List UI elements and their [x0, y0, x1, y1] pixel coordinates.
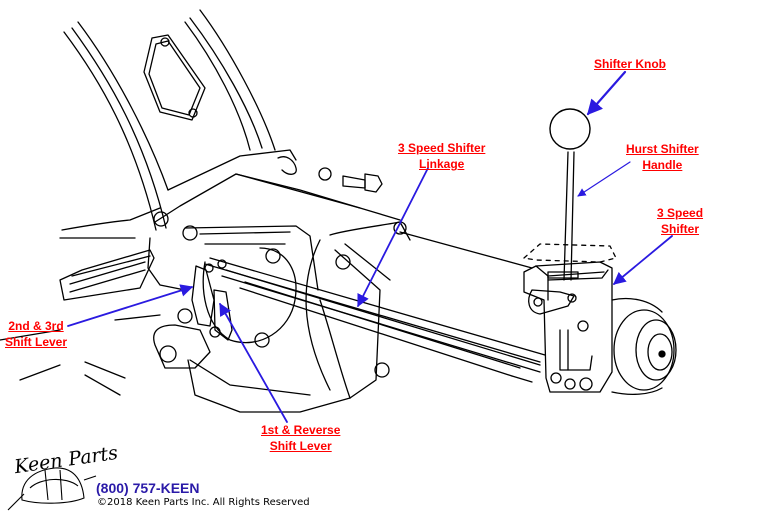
label-line: 1st & Reverse — [261, 423, 341, 437]
shifter-handle — [549, 108, 591, 281]
label-hurst-shifter-handle[interactable]: Hurst Shifter Handle — [626, 141, 699, 173]
label-three-speed-shifter-linkage[interactable]: 3 Speed Shifter Linkage — [398, 140, 485, 172]
label-three-speed-shifter[interactable]: 3 Speed Shifter — [657, 205, 703, 237]
arrow-shifter-linkage — [357, 167, 429, 308]
arrow-hurst-shifter-handle — [577, 161, 631, 197]
arrow-first-reverse-lever — [219, 302, 288, 423]
label-line: Linkage — [419, 157, 465, 171]
linkage-rods — [204, 231, 546, 383]
arrow-second-third-lever — [67, 284, 194, 327]
label-shifter-knob[interactable]: Shifter Knob — [594, 56, 666, 72]
flywheel-drum — [611, 297, 677, 395]
phone-number[interactable]: (800) 757-KEEN — [96, 480, 200, 496]
bolt — [277, 156, 383, 193]
label-line: 2nd & 3rd — [8, 319, 64, 333]
label-first-reverse-shift-lever[interactable]: 1st & Reverse Shift Lever — [261, 422, 340, 454]
transmission-case — [0, 173, 411, 413]
label-line: 3 Speed Shifter — [398, 141, 486, 155]
label-line: Shift Lever — [5, 335, 68, 349]
copyright-notice: ©2018 Keen Parts Inc. All Rights Reserve… — [97, 497, 310, 508]
shift-levers — [191, 259, 233, 341]
arrow-shifter-knob — [586, 70, 627, 116]
label-second-third-shift-lever[interactable]: 2nd & 3rd Shift Lever — [5, 318, 67, 350]
keen-parts-logo-car — [7, 467, 97, 511]
label-line: Shift Lever — [269, 439, 332, 453]
label-line: Hurst Shifter — [626, 142, 699, 156]
arrow-three-speed-shifter — [613, 235, 673, 285]
label-line: Handle — [642, 158, 683, 172]
label-line: Shifter — [661, 222, 700, 236]
label-line: 3 Speed — [657, 206, 704, 220]
shifter-body — [523, 243, 617, 393]
label-line: Shifter Knob — [594, 57, 666, 71]
bell-housing — [59, 9, 297, 239]
